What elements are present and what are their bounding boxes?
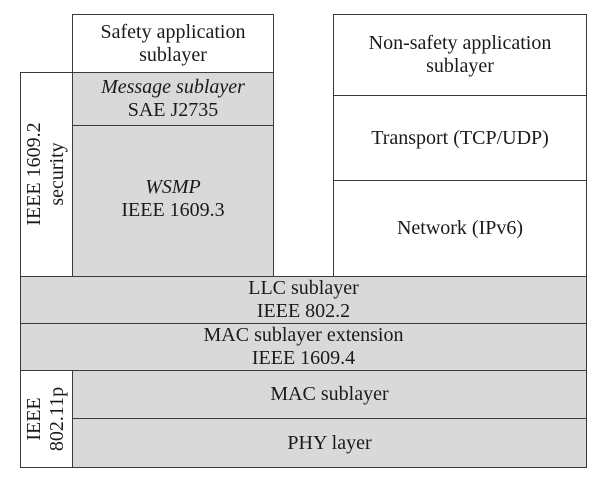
non-safety-application-sublayer: Non-safety application sublayer <box>333 14 587 96</box>
non-safety-line1: Non-safety application <box>368 32 552 54</box>
mac-ext-name: MAC sublayer extension <box>203 324 404 346</box>
llc-name: LLC sublayer <box>248 277 359 299</box>
safety-app-line1: Safety application <box>100 20 246 43</box>
transport-layer: Transport (TCP/UDP) <box>333 95 587 181</box>
message-sublayer-name: Message sublayer <box>101 76 245 98</box>
wsmp-std: IEEE 1609.3 <box>121 199 225 221</box>
safety-app-line2: sublayer <box>139 43 207 66</box>
wsmp-name: WSMP <box>145 176 201 198</box>
network-label: Network (IPv6) <box>396 217 524 239</box>
security-line2: security <box>46 142 68 206</box>
ieee-802-11p-line2: 802.11p <box>46 386 68 452</box>
ieee-802-11p-label: IEEE 802.11p <box>23 387 69 451</box>
safety-application-sublayer: Safety application sublayer <box>72 14 274 73</box>
wsmp-layer: WSMP IEEE 1609.3 <box>72 125 274 277</box>
non-safety-line2: sublayer <box>426 55 494 77</box>
ieee-802-11p <box>20 370 73 468</box>
mac-sublayer-extension: MAC sublayer extension IEEE 1609.4 <box>20 323 587 371</box>
mac-ext-std: IEEE 1609.4 <box>251 347 356 369</box>
security-label: IEEE 1609.2 security <box>23 122 69 225</box>
network-layer: Network (IPv6) <box>333 180 587 277</box>
llc-sublayer: LLC sublayer IEEE 802.2 <box>20 276 587 324</box>
message-sublayer: Message sublayer SAE J2735 <box>72 72 274 126</box>
security-line1: IEEE 1609.2 <box>23 122 45 226</box>
phy-label: PHY layer <box>287 431 372 454</box>
ieee-802-11p-line1: IEEE <box>23 397 45 441</box>
llc-std: IEEE 802.2 <box>256 300 351 322</box>
mac-sublayer: MAC sublayer <box>72 370 587 419</box>
mac-label: MAC sublayer <box>270 383 389 405</box>
transport-label: Transport (TCP/UDP) <box>371 126 549 149</box>
ieee-1609-2-security <box>20 72 73 277</box>
phy-layer: PHY layer <box>72 418 587 468</box>
message-sublayer-std: SAE J2735 <box>127 99 219 121</box>
